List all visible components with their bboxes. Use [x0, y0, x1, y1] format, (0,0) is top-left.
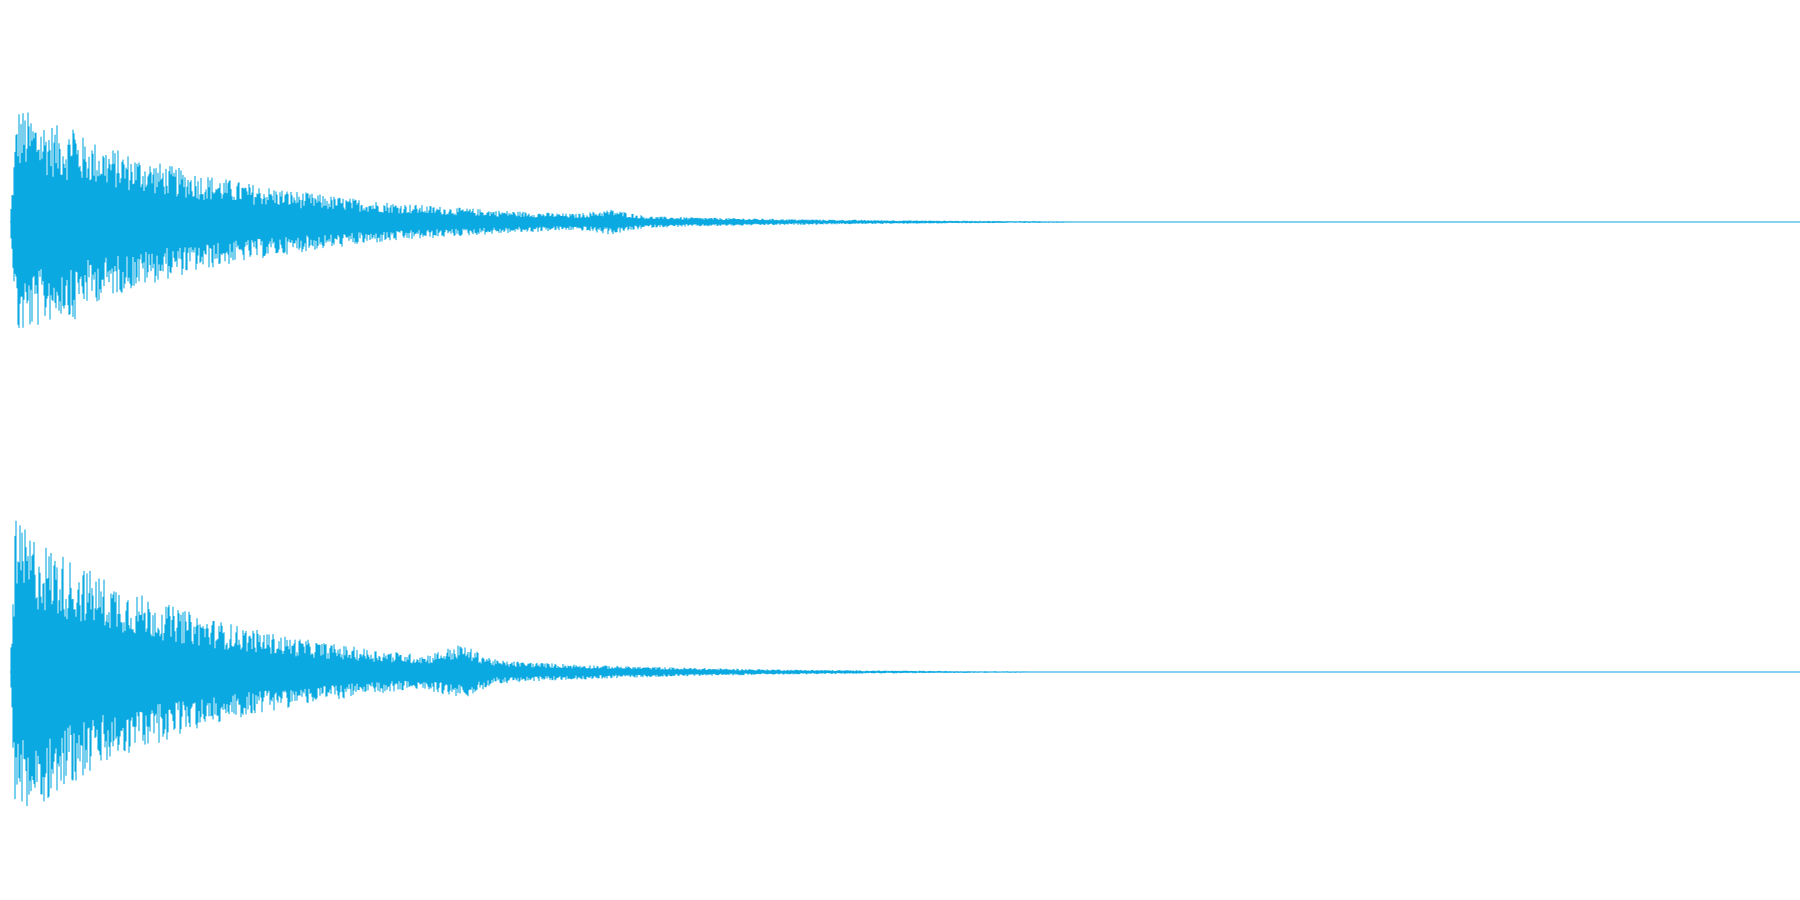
channel-1-track	[10, 112, 1800, 328]
channel-2-track	[10, 520, 1800, 807]
